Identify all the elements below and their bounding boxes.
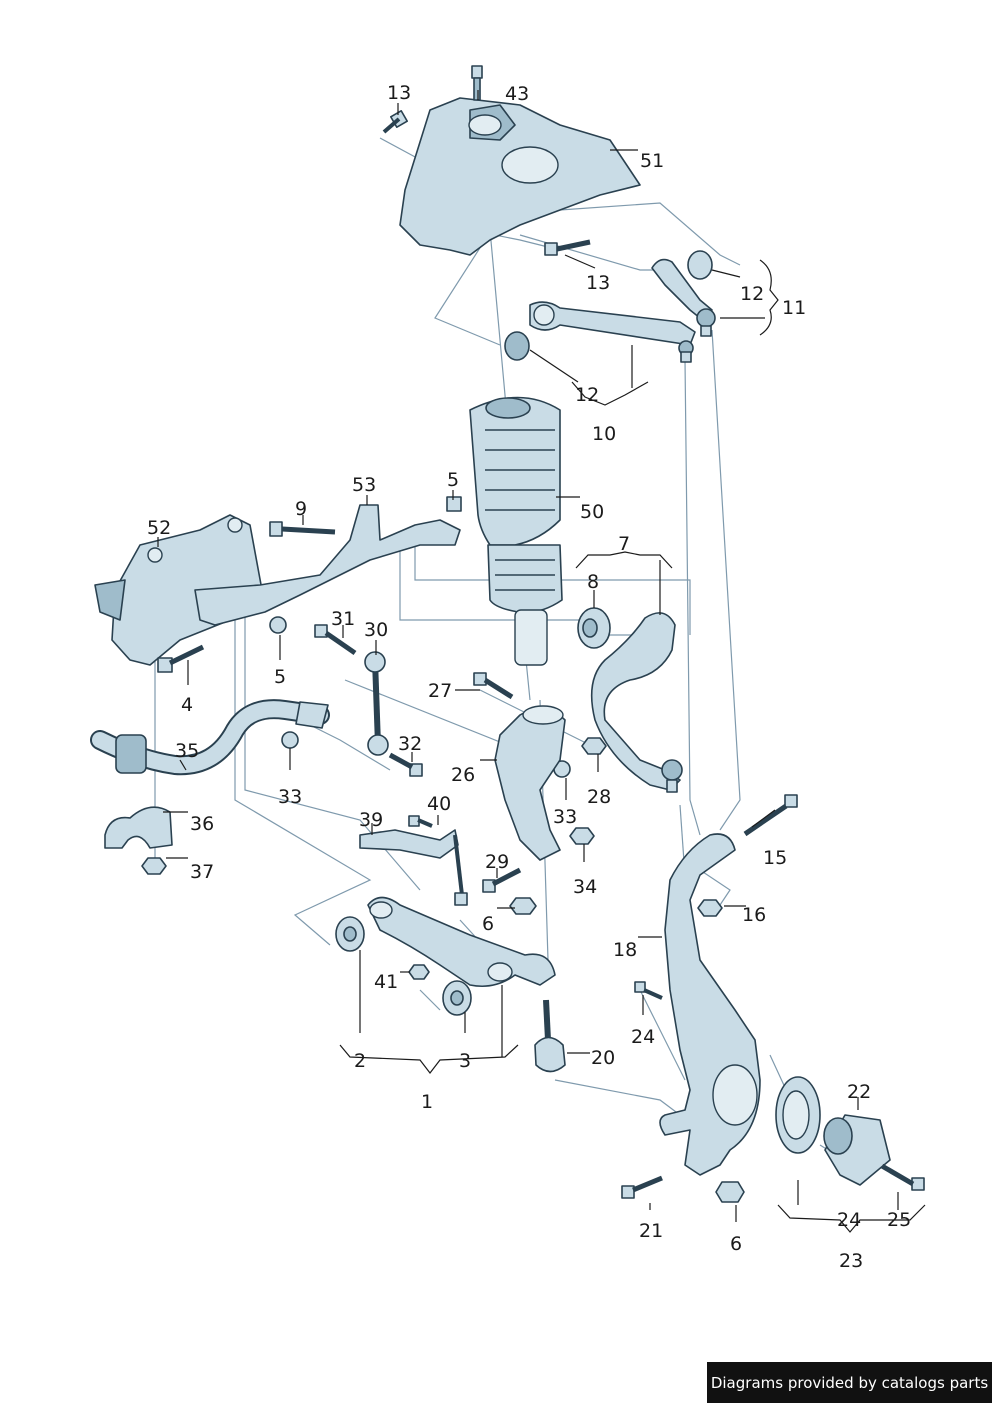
callout-35: 35 (175, 740, 199, 762)
callout-4: 4 (181, 694, 193, 716)
bolt-32 (388, 752, 423, 777)
bolt-27 (473, 672, 514, 700)
callout-20: 20 (591, 1047, 615, 1069)
callout-37: 37 (190, 861, 214, 883)
callout-9: 9 (295, 498, 307, 520)
callout-15: 15 (763, 847, 787, 869)
callout-41: 41 (374, 971, 398, 993)
callout-16: 16 (742, 904, 766, 926)
callout-27: 27 (428, 680, 452, 702)
callout-2: 2 (354, 1050, 366, 1072)
attribution-text: Diagrams provided by catalogs parts (710, 1373, 989, 1392)
callout-18: 18 (613, 939, 637, 961)
strut-tower-mount (399, 97, 641, 256)
callout-33-left: 33 (278, 786, 302, 808)
callout-7: 7 (618, 533, 630, 555)
callout-31: 31 (331, 608, 355, 630)
callout-39: 39 (359, 809, 383, 831)
nut-37 (141, 857, 167, 875)
callout-13-mid: 13 (586, 272, 610, 294)
bolt-21 (621, 1175, 663, 1199)
lower-control-arm-7 (590, 612, 683, 793)
callout-labels: 43 13 51 13 12 11 12 10 5 53 50 9 52 7 8… (147, 82, 911, 1272)
callout-32: 32 (398, 733, 422, 755)
bushing-8 (577, 607, 611, 649)
callout-5-top: 5 (447, 469, 459, 491)
callout-43: 43 (505, 83, 529, 105)
bolt-31 (314, 624, 357, 656)
callout-12-right: 12 (740, 283, 764, 305)
callout-6-mid: 6 (482, 913, 494, 935)
attribution-banner: Diagrams provided by catalogs parts (707, 1362, 992, 1403)
bolt-13-mid (544, 239, 591, 256)
bolt-4 (157, 644, 205, 673)
callout-11: 11 (782, 297, 806, 319)
crossmember-53 (194, 504, 461, 626)
leader-lines (157, 90, 926, 1233)
callout-26: 26 (451, 764, 475, 786)
upper-control-arm-10 (529, 301, 696, 363)
guide-lines (154, 80, 861, 1171)
callout-33-right: 33 (553, 806, 577, 828)
bushing-12 (504, 250, 713, 361)
bolt-9 (269, 521, 336, 537)
callout-21: 21 (639, 1220, 663, 1242)
callout-5-mid: 5 (274, 666, 286, 688)
ball-joint-20 (534, 999, 566, 1073)
stabilizer-bar-35 (90, 699, 330, 776)
level-sensor-39 (359, 829, 468, 906)
bolt-24-upper (634, 981, 663, 1000)
callout-40: 40 (427, 793, 451, 815)
nut-5 (269, 496, 462, 634)
bolt-25 (880, 1163, 925, 1191)
callout-23: 23 (839, 1250, 863, 1272)
callout-24-upper: 24 (631, 1026, 655, 1048)
callout-29: 29 (485, 851, 509, 873)
callout-1: 1 (421, 1091, 433, 1113)
clamp-36 (104, 806, 173, 849)
upper-control-arm-11 (651, 258, 716, 337)
bushing-3 (442, 980, 472, 1016)
subframe-bracket-52 (94, 514, 263, 666)
callout-10: 10 (592, 423, 616, 445)
bolt-43 (471, 65, 483, 101)
nut-41 (408, 964, 430, 980)
lower-wishbone-1 (367, 896, 556, 988)
callout-36: 36 (190, 813, 214, 835)
callout-53: 53 (352, 474, 376, 496)
callout-12-left: 12 (575, 384, 599, 406)
callout-25: 25 (887, 1209, 911, 1231)
air-spring-strut-50 (469, 396, 563, 666)
callout-50: 50 (580, 501, 604, 523)
nut-6-lower (715, 1181, 745, 1203)
callout-30: 30 (364, 619, 388, 641)
callout-51: 51 (640, 150, 664, 172)
bolt-13-top (382, 110, 408, 134)
callout-52: 52 (147, 517, 171, 539)
callout-3: 3 (459, 1050, 471, 1072)
bolt-15 (743, 794, 798, 837)
bolt-29 (482, 867, 522, 893)
wheel-hub-22 (823, 1114, 891, 1186)
callout-24-lower: 24 (837, 1209, 861, 1231)
nut-16 (697, 899, 723, 917)
callout-6-lower: 6 (730, 1233, 742, 1255)
callout-28: 28 (587, 786, 611, 808)
nut-33 (281, 731, 571, 778)
nuts-28-34 (509, 737, 607, 915)
callout-8: 8 (587, 571, 599, 593)
coupling-rod-30 (364, 651, 389, 756)
callout-22: 22 (847, 1081, 871, 1103)
wheel-bearing-24 (775, 1076, 821, 1154)
bushing-2 (335, 916, 365, 952)
callout-34: 34 (573, 876, 597, 898)
wheel-bearing-housing-18 (659, 833, 761, 1176)
callout-13-top: 13 (387, 82, 411, 104)
strut-fork-26 (494, 705, 566, 861)
bolt-40 (408, 815, 433, 828)
